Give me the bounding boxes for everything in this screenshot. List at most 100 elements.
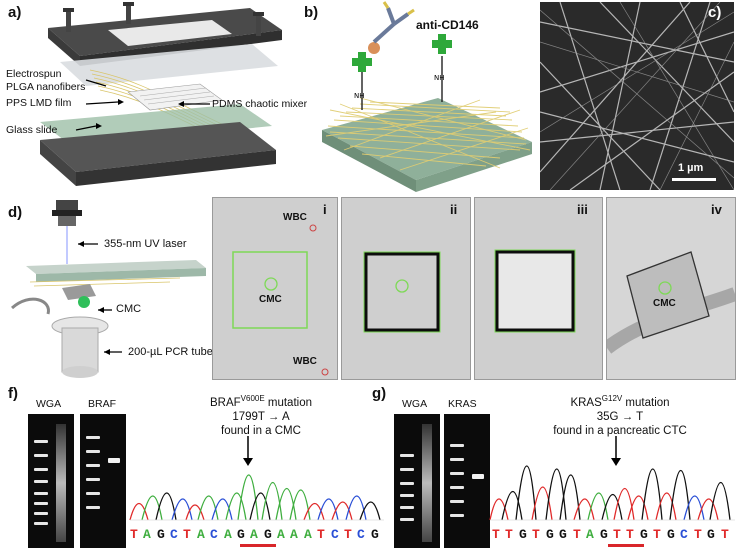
mutation-word-braf: mutation bbox=[264, 396, 312, 409]
lane-label-braf: BRAF bbox=[88, 398, 117, 410]
gel-wga-g bbox=[394, 414, 440, 548]
base-letter: T bbox=[573, 527, 581, 542]
mutation-caption-braf: BRAFV600E mutation 1799T → A found in a … bbox=[196, 392, 326, 438]
label-cmc-iv: CMC bbox=[653, 298, 676, 309]
base-letter: A bbox=[304, 527, 312, 542]
functionalized-fiber-slide-diagram: NH NH bbox=[322, 1, 532, 192]
panel-a-label: a) bbox=[8, 4, 22, 21]
label-uv-laser: 355-nm UV laser bbox=[104, 238, 187, 250]
gel-braf bbox=[80, 414, 126, 548]
sub-label-iii: iii bbox=[577, 202, 588, 217]
panel-d-label: d) bbox=[8, 204, 23, 221]
gene-name-kras: KRAS bbox=[570, 396, 602, 409]
base-letter: T bbox=[694, 527, 702, 542]
mutation-title-braf: BRAFV600E mutation bbox=[196, 392, 326, 410]
chromatogram-kras bbox=[489, 436, 735, 547]
label-anti-cd146: anti-CD146 bbox=[416, 18, 479, 32]
base-letter: C bbox=[210, 527, 218, 542]
base-letter: T bbox=[317, 527, 325, 542]
panel-c-label: c) bbox=[708, 4, 722, 21]
base-letter: G bbox=[264, 527, 272, 542]
mutation-change-braf: 1799T → A bbox=[232, 410, 290, 423]
cut-outline-iii bbox=[494, 249, 576, 333]
lane-label-kras: KRAS bbox=[448, 398, 477, 410]
base-letter: T bbox=[653, 527, 661, 542]
label-wbc-top: WBC bbox=[283, 212, 307, 223]
lane-label-wga-f: WGA bbox=[36, 398, 62, 410]
scale-bar-label: 1 µm bbox=[678, 162, 704, 174]
micrograph-i: i WBC CMC WBC bbox=[212, 197, 338, 380]
label-wbc-bottom: WBC bbox=[293, 356, 317, 367]
base-letter: T bbox=[130, 527, 138, 542]
sub-label-iv: iv bbox=[711, 202, 722, 217]
label-plga-nanofibers: PLGA nanofibers bbox=[6, 81, 86, 93]
base-letter: C bbox=[357, 527, 365, 542]
gel-wga-f bbox=[28, 414, 74, 548]
base-letter: C bbox=[680, 527, 688, 542]
base-letter: G bbox=[157, 527, 165, 542]
gene-name-braf: BRAF bbox=[209, 396, 241, 409]
mutation-caption-kras: KRASG12V mutation 35G → T found in a pan… bbox=[540, 392, 700, 438]
base-letter: G bbox=[600, 527, 608, 542]
base-letter: T bbox=[183, 527, 191, 542]
label-pdms-chaotic-mixer: PDMS chaotic mixer bbox=[212, 98, 308, 110]
label-electrospun: Electrospun bbox=[6, 68, 62, 80]
base-letter: T bbox=[505, 527, 513, 542]
base-letter: A bbox=[197, 527, 205, 542]
label-pps-lmd-film: PPS LMD film bbox=[6, 97, 72, 109]
svg-text:NH: NH bbox=[354, 92, 365, 100]
gel-kras bbox=[444, 414, 490, 548]
micrograph-iv: iv CMC bbox=[606, 197, 736, 380]
base-letter: G bbox=[371, 527, 379, 542]
mutation-word-kras: mutation bbox=[622, 396, 670, 409]
cut-outline-i bbox=[232, 224, 329, 376]
base-letter: T bbox=[721, 527, 729, 542]
mutation-source-braf: found in a CMC bbox=[221, 424, 301, 437]
svg-text:NH: NH bbox=[434, 74, 445, 82]
base-letter: G bbox=[667, 527, 675, 542]
base-letter: G bbox=[707, 527, 715, 542]
base-letter: G bbox=[559, 527, 567, 542]
lane-label-wga-g: WGA bbox=[402, 398, 428, 410]
label-cmc-d: CMC bbox=[116, 303, 142, 315]
micrograph-iii: iii bbox=[474, 197, 603, 380]
variant-superscript-kras: G12V bbox=[601, 394, 623, 403]
nanofiber-texture bbox=[540, 2, 734, 190]
base-letter: T bbox=[613, 527, 621, 542]
cut-piece-iv bbox=[607, 251, 735, 354]
base-letter: A bbox=[586, 527, 594, 542]
base-letter: A bbox=[143, 527, 151, 542]
base-letter: T bbox=[344, 527, 352, 542]
base-letter: A bbox=[277, 527, 285, 542]
chromatogram-braf bbox=[129, 436, 384, 547]
sub-label-i: i bbox=[323, 202, 327, 217]
laser-microdissection-diagram bbox=[11, 200, 206, 378]
panel-g-label: g) bbox=[372, 385, 387, 402]
sem-image: c) 1 µm bbox=[540, 2, 734, 190]
base-letter: A bbox=[290, 527, 298, 542]
base-letter: A bbox=[250, 527, 258, 542]
variant-superscript-braf: V600E bbox=[240, 394, 265, 403]
device-exploded-diagram bbox=[40, 2, 282, 186]
micrograph-ii: ii bbox=[341, 197, 471, 380]
base-letter: G bbox=[640, 527, 648, 542]
base-letter: C bbox=[170, 527, 178, 542]
mutation-title-kras: KRASG12V mutation bbox=[540, 392, 700, 410]
sub-label-ii: ii bbox=[450, 202, 458, 217]
panel-f-label: f) bbox=[8, 385, 18, 402]
base-letter: G bbox=[546, 527, 554, 542]
mutation-source-kras: found in a pancreatic CTC bbox=[553, 424, 687, 437]
base-letter: T bbox=[492, 527, 500, 542]
label-cmc-i: CMC bbox=[259, 294, 282, 305]
cut-outline-ii bbox=[363, 251, 441, 333]
base-letter: A bbox=[224, 527, 232, 542]
base-letter: C bbox=[331, 527, 339, 542]
mutation-change-kras: 35G → T bbox=[596, 410, 644, 423]
base-letter: G bbox=[237, 527, 245, 542]
label-pcr-tube: 200-µL PCR tube bbox=[128, 346, 213, 358]
base-letter: G bbox=[519, 527, 527, 542]
base-letter: T bbox=[532, 527, 540, 542]
panel-b-label: b) bbox=[304, 4, 319, 21]
